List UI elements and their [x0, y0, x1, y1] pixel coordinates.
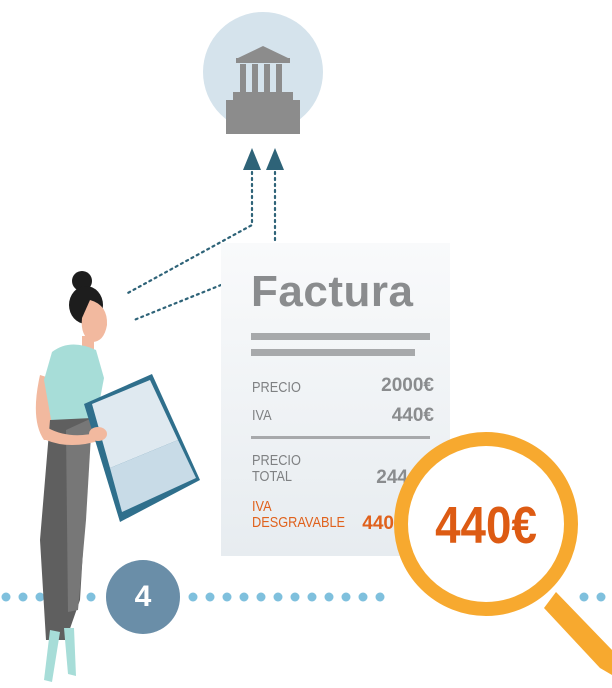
- timeline-dot: [1, 592, 11, 602]
- woman-reading-folder-illustration: [35, 271, 200, 682]
- timeline-dot: [375, 592, 385, 602]
- timeline-dot: [205, 592, 215, 602]
- timeline-dot: [35, 592, 45, 602]
- timeline-dot: [324, 592, 334, 602]
- total-price-label: PRECIO TOTAL: [252, 452, 301, 485]
- magnifying-glass-icon: [544, 592, 612, 675]
- deductible-vat-label: IVA DESGRAVABLE: [252, 498, 346, 531]
- timeline-dot: [239, 592, 249, 602]
- arrow-up-icon: [243, 148, 284, 170]
- timeline-dot: [579, 592, 589, 602]
- timeline-dot: [188, 592, 198, 602]
- timeline-dot: [273, 592, 283, 602]
- timeline-dot: [358, 592, 368, 602]
- total-price-value: 244: [376, 467, 408, 488]
- deductible-vat-value: 440: [362, 513, 394, 534]
- vat-label: IVA: [252, 407, 272, 424]
- step-number-badge: 4: [106, 560, 180, 634]
- timeline-dot: [596, 592, 606, 602]
- invoice-divider: [251, 436, 430, 439]
- timeline-dot: [290, 592, 300, 602]
- timeline-dot: [256, 592, 266, 602]
- invoice-card: Factura PRECIO 2000€ IVA 440€ PRECIO TOT…: [221, 243, 450, 556]
- timeline-dot: [18, 592, 28, 602]
- connector-lines: [124, 170, 277, 322]
- timeline-dot: [341, 592, 351, 602]
- timeline-dot: [222, 592, 232, 602]
- invoice-title-rule-secondary: [251, 349, 415, 356]
- timeline-dot: [307, 592, 317, 602]
- magnifier-amount: 440€: [435, 497, 537, 555]
- invoice-title-rule: [251, 333, 430, 340]
- government-building-icon: [203, 12, 323, 134]
- invoice-title: Factura: [251, 267, 414, 316]
- vat-value: 440€: [391, 405, 434, 426]
- timeline-dot: [86, 592, 96, 602]
- price-label: PRECIO: [252, 379, 301, 396]
- price-value: 2000€: [381, 375, 434, 396]
